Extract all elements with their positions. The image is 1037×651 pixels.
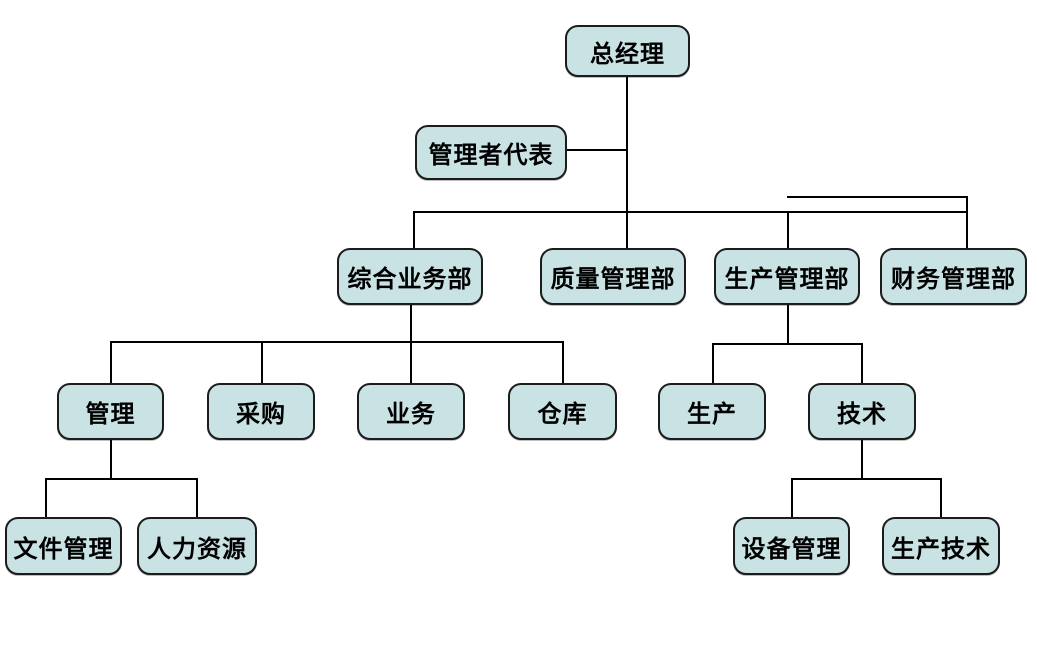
org-node-equipment-mgmt: 设备管理	[733, 517, 850, 575]
connector-technology-children-bus	[791, 478, 942, 480]
org-node-production-mgmt-dept: 生产管理部	[714, 248, 860, 305]
org-node-human-resources: 人力资源	[137, 517, 257, 575]
connector-management-children-bus	[45, 478, 198, 480]
org-node-production-tech: 生产技术	[882, 517, 1000, 575]
connector-general-dept-trunk	[410, 305, 412, 383]
org-node-general-affairs-dept: 综合业务部	[337, 248, 483, 305]
org-node-warehouse: 仓库	[508, 383, 617, 440]
connector-finance-bus-segment	[787, 196, 968, 198]
connector-drop-production	[712, 343, 714, 383]
connector-drop-warehouse	[562, 341, 564, 383]
connector-drop-finance-dept	[966, 196, 968, 248]
org-node-management: 管理	[57, 383, 164, 440]
connector-general-children-bus	[110, 341, 563, 343]
org-node-production: 生产	[658, 383, 766, 440]
org-node-technology: 技术	[808, 383, 916, 440]
connector-departments-bus	[413, 211, 968, 213]
org-node-document-mgmt: 文件管理	[5, 517, 122, 575]
connector-drop-equip-mgmt	[791, 478, 793, 517]
connector-technology-trunk	[861, 440, 863, 478]
connector-drop-management	[110, 341, 112, 383]
connector-drop-purchasing	[261, 341, 263, 383]
connector-drop-general-dept	[413, 211, 415, 248]
connector-production-dept-trunk	[787, 305, 789, 343]
connector-drop-technology	[861, 343, 863, 383]
org-node-finance-mgmt-dept: 财务管理部	[880, 248, 1027, 305]
org-node-purchasing: 采购	[207, 383, 315, 440]
connector-drop-hr	[196, 478, 198, 517]
connector-gm-trunk	[626, 77, 628, 248]
org-node-general-manager: 总经理	[565, 25, 690, 77]
connector-rep-branch	[566, 149, 627, 151]
connector-drop-doc-mgmt	[45, 478, 47, 517]
org-node-management-representative: 管理者代表	[415, 125, 567, 180]
connector-production-children-bus	[712, 343, 863, 345]
connector-drop-production-dept	[787, 211, 789, 248]
connector-management-trunk	[110, 440, 112, 478]
org-node-quality-mgmt-dept: 质量管理部	[540, 248, 686, 305]
org-node-business: 业务	[357, 383, 465, 440]
connector-drop-prod-tech	[940, 478, 942, 517]
